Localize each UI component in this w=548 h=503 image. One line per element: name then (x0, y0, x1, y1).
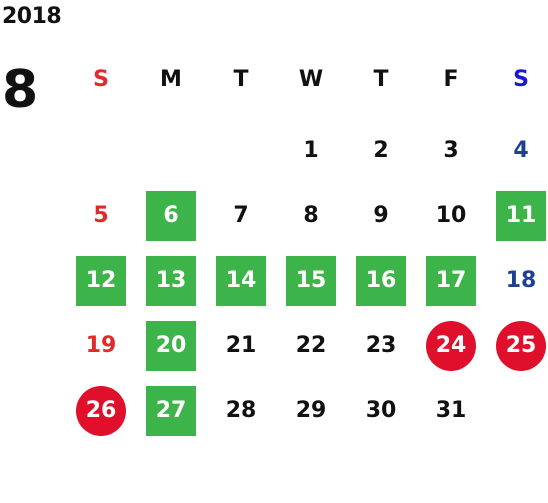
weekday-thu: T (373, 67, 389, 92)
day-cell[interactable]: 18 (505, 268, 537, 293)
day-cell[interactable]: 30 (365, 398, 397, 423)
day-cell[interactable]: 14 (216, 256, 266, 306)
day-cell[interactable]: 26 (76, 386, 126, 436)
day-cell[interactable]: 9 (373, 203, 389, 228)
day-cell[interactable]: 29 (295, 398, 327, 423)
day-cell[interactable]: 17 (426, 256, 476, 306)
day-cell[interactable]: 3 (443, 138, 459, 163)
day-cell[interactable]: 22 (295, 333, 327, 358)
day-cell[interactable]: 15 (286, 256, 336, 306)
day-cell[interactable]: 19 (85, 333, 117, 358)
day-cell[interactable]: 1 (303, 138, 319, 163)
day-cell[interactable]: 6 (146, 191, 196, 241)
day-cell[interactable]: 23 (365, 333, 397, 358)
day-cell[interactable]: 10 (435, 203, 467, 228)
day-cell[interactable]: 25 (496, 321, 546, 371)
day-cell[interactable]: 16 (356, 256, 406, 306)
day-cell[interactable]: 12 (76, 256, 126, 306)
day-cell[interactable]: 28 (225, 398, 257, 423)
day-cell[interactable]: 20 (146, 321, 196, 371)
day-cell[interactable]: 24 (426, 321, 476, 371)
weekday-wed: W (298, 67, 324, 92)
day-cell[interactable]: 7 (233, 203, 249, 228)
day-cell[interactable]: 11 (496, 191, 546, 241)
day-cell[interactable]: 5 (93, 203, 109, 228)
weekday-mon: M (160, 67, 182, 92)
day-cell[interactable]: 4 (513, 138, 529, 163)
year-label: 2018 (2, 4, 62, 29)
weekday-tue: T (233, 67, 249, 92)
month-label: 8 (2, 60, 39, 120)
day-cell[interactable]: 8 (303, 203, 319, 228)
day-cell[interactable]: 27 (146, 386, 196, 436)
day-cell[interactable]: 2 (373, 138, 389, 163)
day-cell[interactable]: 13 (146, 256, 196, 306)
weekday-fri: F (443, 67, 459, 92)
weekday-sat: S (513, 67, 529, 92)
weekday-sun: S (93, 67, 109, 92)
day-cell[interactable]: 31 (435, 398, 467, 423)
day-cell[interactable]: 21 (225, 333, 257, 358)
